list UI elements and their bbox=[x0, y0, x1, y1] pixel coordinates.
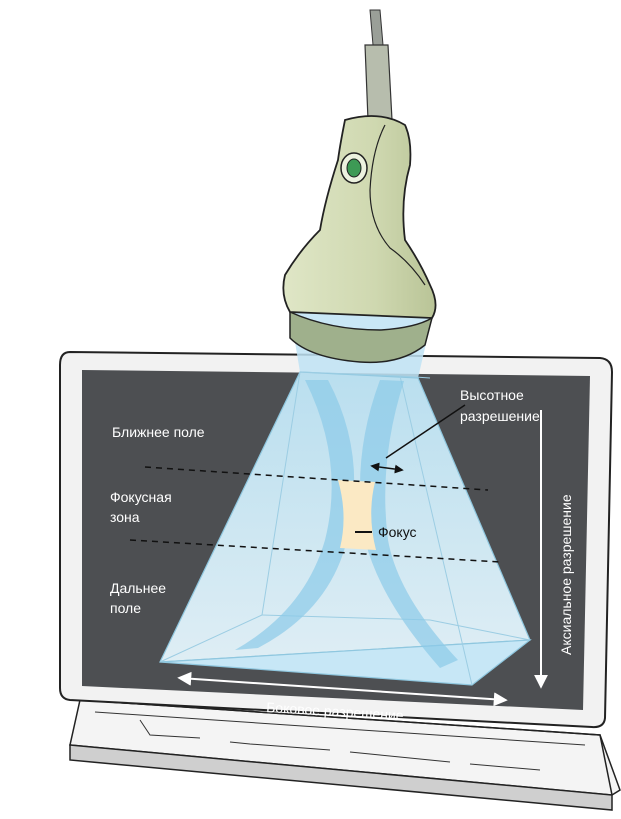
axial-label: Аксиальное разрешение bbox=[558, 494, 574, 655]
probe-cable bbox=[365, 10, 392, 120]
elevational-label-line1: Высотное bbox=[460, 387, 524, 403]
far-field-label-line1: Дальнее bbox=[110, 580, 166, 596]
elevational-label-line2: разрешение bbox=[460, 408, 540, 424]
focal-zone-label-line1: Фокусная bbox=[110, 489, 172, 505]
focus-label: Фокус bbox=[378, 524, 417, 540]
focal-zone-label-line2: зона bbox=[110, 509, 140, 525]
far-field-label-line2: поле bbox=[110, 600, 141, 616]
probe-button bbox=[341, 153, 367, 183]
focus-region bbox=[338, 480, 376, 550]
near-field-label: Ближнее поле bbox=[112, 424, 205, 440]
